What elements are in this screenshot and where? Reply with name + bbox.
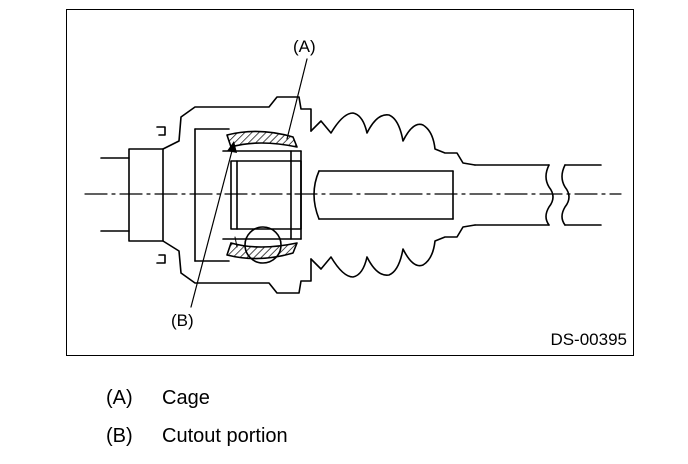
legend-item-a: (A) Cage — [106, 388, 210, 408]
leader-arrow-b — [227, 141, 237, 153]
callout-b: (B) — [171, 311, 194, 330]
cage — [226, 130, 298, 260]
legend-key: (A) — [106, 387, 133, 409]
ball — [244, 226, 282, 264]
outer-race-housing — [162, 96, 312, 294]
leader-line-a — [286, 58, 308, 140]
inner-race — [222, 150, 302, 240]
legend-text: Cage — [162, 387, 210, 409]
legend-text: Cutout portion — [162, 425, 288, 447]
drive-shaft — [474, 164, 602, 226]
leader-line-b — [190, 146, 234, 308]
legend-item-b: (B) Cutout portion — [106, 426, 288, 446]
figure-frame: (A) (B) DS-00395 — [66, 9, 634, 356]
boot — [310, 112, 476, 278]
legend-key: (B) — [106, 425, 133, 447]
callout-a: (A) — [293, 37, 316, 56]
figure-id-label: DS-00395 — [550, 330, 627, 349]
stub-shaft — [100, 126, 166, 264]
cv-joint-diagram — [84, 58, 622, 308]
